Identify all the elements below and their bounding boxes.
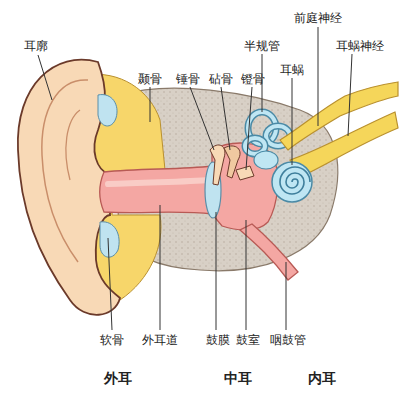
part-label: 半规管 xyxy=(244,39,280,53)
part-label: 砧骨 xyxy=(209,72,233,86)
leader-line xyxy=(348,54,352,136)
leader-line xyxy=(216,212,217,330)
leader-line xyxy=(246,220,247,330)
part-label: 镫骨 xyxy=(241,72,265,86)
leader-line xyxy=(160,205,161,330)
part-label: 耳蜗 xyxy=(280,63,304,77)
part-label: 颞骨 xyxy=(138,72,162,86)
leader-line xyxy=(246,87,252,170)
part-label: 外耳道 xyxy=(142,333,178,347)
leader-line xyxy=(190,87,214,150)
malleus xyxy=(210,145,225,185)
canal-highlight xyxy=(108,180,210,184)
leader-line xyxy=(221,87,230,150)
leader-line xyxy=(286,262,287,330)
leader-line xyxy=(108,238,112,330)
part-label: 咽鼓管 xyxy=(270,333,306,347)
part-label: 鼓室 xyxy=(236,333,260,347)
part-label: 耳廓 xyxy=(24,39,48,53)
cochlea-spiral xyxy=(280,167,310,194)
cartilage xyxy=(100,222,119,257)
leader-lines xyxy=(38,27,352,330)
part-label: 锤骨 xyxy=(176,72,200,86)
part-label: 前庭神经 xyxy=(294,11,342,25)
ear-canal xyxy=(100,166,213,214)
section-label: 外耳 xyxy=(104,371,132,385)
helix-fold xyxy=(42,80,88,262)
vestibular-nerve xyxy=(280,82,398,150)
part-label: 耳蜗神经 xyxy=(336,39,384,53)
leader-line xyxy=(150,87,151,122)
section-label: 中耳 xyxy=(224,371,252,385)
eustachian-tube xyxy=(240,224,298,280)
leader-line xyxy=(318,27,319,126)
cartilage xyxy=(98,95,117,126)
part-label: 软骨 xyxy=(100,333,124,347)
stapes xyxy=(236,166,254,180)
part-label: 鼓膜 xyxy=(206,333,230,347)
antihelix-fold xyxy=(66,110,80,180)
leader-line xyxy=(38,55,52,100)
section-label: 内耳 xyxy=(308,371,336,385)
leader-line xyxy=(292,78,293,165)
cochlea xyxy=(272,162,312,202)
vestibule xyxy=(254,151,278,169)
